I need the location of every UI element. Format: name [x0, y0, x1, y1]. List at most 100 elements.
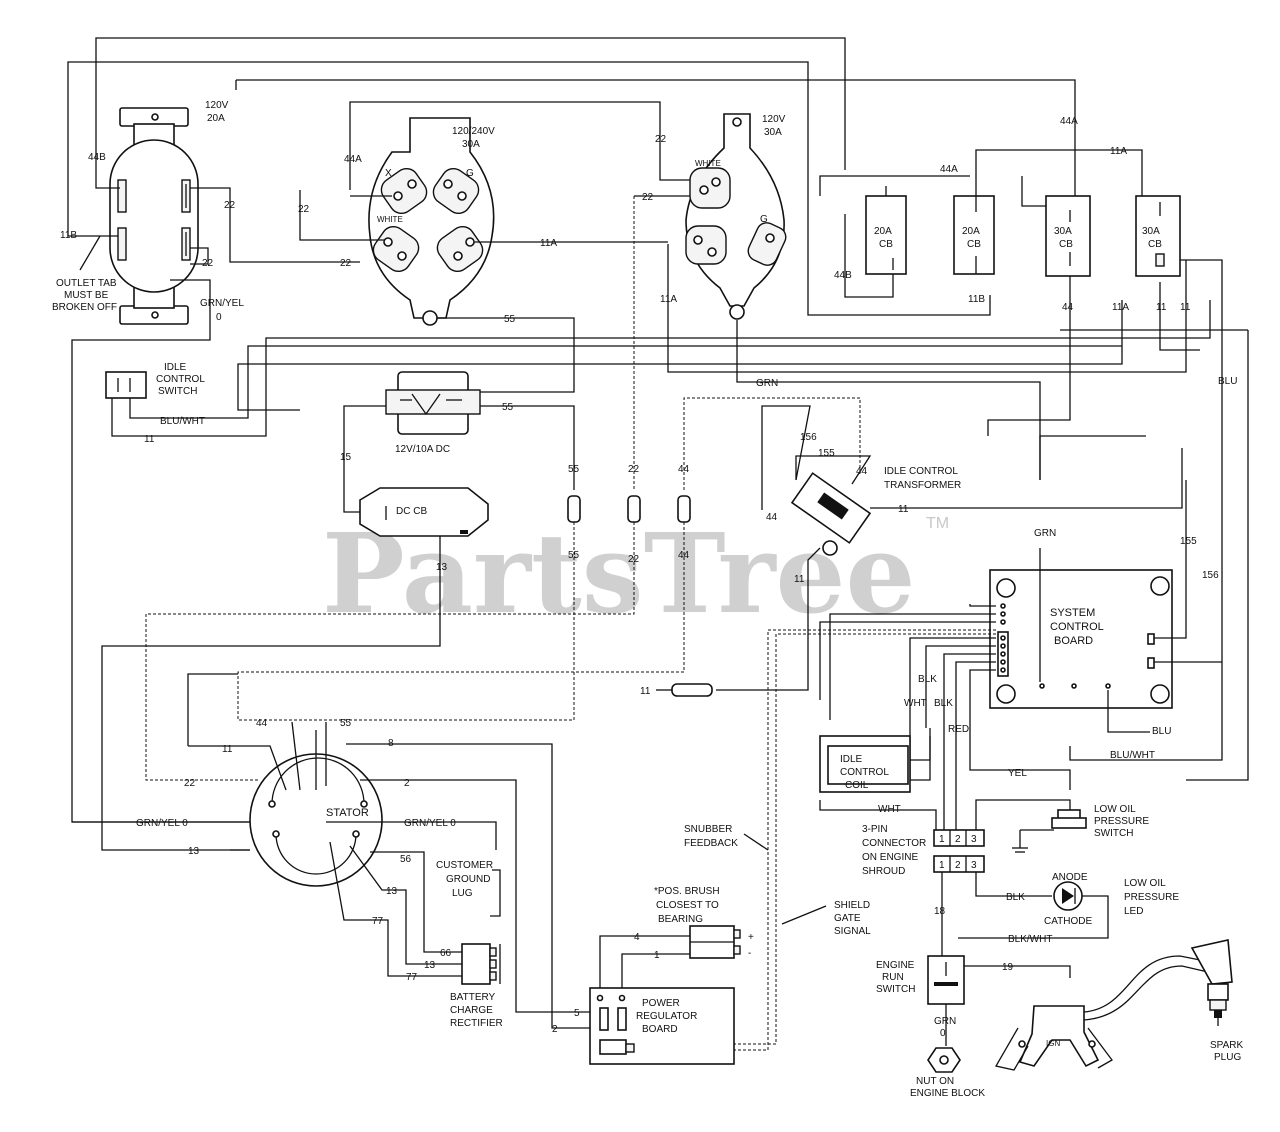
ict-l1: IDLE CONTROL [884, 466, 958, 477]
wire-bluwht: BLU/WHT [160, 416, 205, 427]
wire-55: 55 [568, 464, 580, 475]
inline-connector-22[interactable] [627, 495, 641, 523]
wire-44a: 44A [940, 164, 958, 175]
wire-blk: BLK [934, 698, 953, 709]
rec30-tag-white: WHITE [695, 159, 721, 168]
wire-blu: BLU [1218, 376, 1237, 387]
led-l3: LED [1124, 906, 1143, 917]
battery-charge-rectifier[interactable] [461, 943, 501, 985]
wire-22: 22 [340, 258, 352, 269]
receptacle-120v-30a[interactable] [685, 113, 789, 320]
wire-11: 11 [144, 434, 155, 445]
dc-outlet-12v[interactable] [385, 371, 481, 435]
spark-l2: PLUG [1214, 1052, 1241, 1063]
inline-connector-11[interactable] [671, 683, 713, 697]
wire-13: 13 [424, 960, 436, 971]
snubber-l1: SNUBBER [684, 824, 732, 835]
wire-11: 11 [898, 504, 909, 515]
connector-3pin-lower[interactable] [933, 855, 985, 873]
dc-circuit-breaker[interactable] [359, 487, 489, 537]
rect-l1: BATTERY [450, 992, 496, 1003]
connector-3pin-upper[interactable] [933, 829, 985, 847]
wire-15: 15 [340, 452, 352, 463]
pin-2-upper: 2 [955, 834, 961, 845]
low-oil-pressure-led[interactable] [1053, 881, 1083, 911]
nut-l2: ENGINE BLOCK [910, 1088, 985, 1099]
c3-l3: ON ENGINE [862, 852, 918, 863]
led-l2: PRESSURE [1124, 892, 1179, 903]
ics-l1: IDLE [164, 362, 187, 373]
wire-wht: WHT [878, 804, 901, 815]
ign-tag: IGN [1046, 1039, 1060, 1048]
wire-11b: 11B [60, 230, 77, 241]
wire-bluwht: BLU/WHT [1110, 750, 1155, 761]
shield-l1: SHIELD [834, 900, 870, 911]
brush-l2: CLOSEST TO [656, 900, 719, 911]
rec30-rating: 30A [764, 127, 782, 138]
shield-l2: GATE [834, 913, 861, 924]
wire-1: 1 [654, 950, 660, 961]
wire-blkwht: BLK/WHT [1008, 934, 1052, 945]
engine-block-nut[interactable] [927, 1047, 961, 1073]
coil-l2: CONTROL [840, 767, 889, 778]
ers-l2: RUN [882, 972, 904, 983]
ics-l2: CONTROL [156, 374, 205, 385]
brush-block[interactable] [689, 925, 741, 959]
idle-control-transformer[interactable] [790, 472, 872, 556]
brush-l3: BEARING [658, 914, 703, 925]
power-regulator-board[interactable] [589, 987, 735, 1065]
cb1-type: CB [879, 239, 893, 250]
pin-3-upper: 3 [971, 834, 977, 845]
wire-5: 5 [574, 1008, 580, 1019]
engine-run-switch[interactable] [927, 955, 965, 1005]
led-cathode: CATHODE [1044, 916, 1092, 927]
wire-yel: YEL [1008, 768, 1027, 779]
customer-ground-lug[interactable] [490, 869, 501, 917]
watermark-tm: TM [926, 515, 949, 532]
wire-55: 55 [340, 718, 352, 729]
circuit-breaker-2[interactable] [953, 195, 995, 275]
coil-l1: IDLE [840, 754, 863, 765]
wire-11: 11 [1180, 302, 1191, 313]
wire-44a: 44A [344, 154, 362, 165]
wire-8: 8 [388, 738, 394, 749]
idle-control-switch[interactable] [105, 371, 147, 399]
inline-connector-55[interactable] [567, 495, 581, 523]
shield-l3: SIGNAL [834, 926, 871, 937]
coil-l3: COIL [845, 780, 869, 791]
wire-11a: 11A [660, 294, 677, 305]
stator[interactable] [249, 730, 383, 887]
lug-l2: GROUND [446, 874, 490, 885]
cb2-type: CB [967, 239, 981, 250]
wire-155: 155 [818, 448, 835, 459]
wire-labels: 44B 44B 11B 11B 22 22 22 22 22 22 22 22 … [60, 116, 1237, 1039]
rec240-tag-x: X [385, 168, 392, 179]
receptacle-120v-20a[interactable] [109, 107, 199, 325]
ignition-module[interactable] [994, 955, 1211, 1071]
wire-44: 44 [856, 466, 868, 477]
snubber-l2: FEEDBACK [684, 838, 738, 849]
wire-22: 22 [642, 192, 654, 203]
circuit-breaker-4[interactable] [1135, 195, 1181, 277]
system-control-board[interactable] [989, 569, 1173, 709]
ics-l3: SWITCH [158, 386, 197, 397]
pin-2-lower: 2 [955, 860, 961, 871]
wire-77: 77 [406, 972, 418, 983]
lug-l1: CUSTOMER [436, 860, 493, 871]
cb3-rating: 30A [1054, 226, 1072, 237]
wire-156: 156 [1202, 570, 1219, 581]
idle-control-coil[interactable] [819, 735, 911, 793]
wire-4: 4 [634, 932, 640, 943]
low-oil-pressure-switch[interactable] [1012, 809, 1087, 853]
wire-11a: 11A [1110, 146, 1127, 157]
inline-connector-44[interactable] [677, 495, 691, 523]
circuit-breaker-1[interactable] [865, 186, 907, 275]
wire-44b: 44B [834, 270, 852, 281]
wire-66: 66 [440, 948, 452, 959]
circuit-breaker-3[interactable] [1045, 195, 1091, 277]
rect-l3: RECTIFIER [450, 1018, 503, 1029]
wire-11: 11 [640, 686, 651, 697]
wire-22: 22 [628, 554, 640, 565]
spark-plug[interactable] [1190, 939, 1233, 1026]
